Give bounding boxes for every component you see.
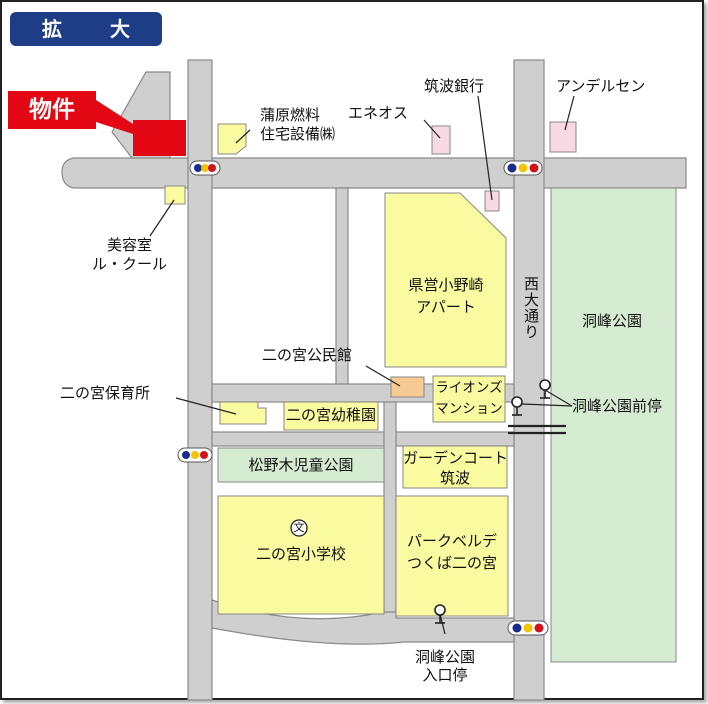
tsukuba-bank-building [484, 190, 500, 212]
label-kenei-line1: 県営小野崎 [408, 276, 484, 294]
park-belle-building [395, 495, 509, 617]
label-kenei: 県営小野崎 アパート [390, 274, 502, 318]
leader-biyoushitsu [149, 199, 175, 237]
label-biyoushitsu-line1: 美容室 [107, 236, 153, 254]
label-park-belle-line2: つくば二の宮 [406, 554, 497, 572]
label-lions: ライオンズ マンション [434, 378, 504, 420]
school-building [217, 495, 385, 615]
road-nishi-odori [513, 59, 545, 701]
anderusen-building [549, 121, 577, 153]
property-pointer [96, 100, 133, 134]
traffic-light-icon [177, 447, 213, 463]
traffic-lights [177, 160, 549, 636]
label-hoikusho: 二の宮保育所 [60, 384, 151, 402]
label-anderusen: アンデルセン [556, 77, 646, 95]
biyoushitsu-building [164, 185, 186, 205]
leader-bus-entrance [439, 613, 446, 635]
label-school-mark: 文 [293, 521, 305, 534]
label-kamata-line1: 蒲原燃料 [260, 106, 321, 124]
bus-stop-icon [511, 396, 523, 416]
main-road-horizontal [61, 157, 687, 189]
crosswalk [508, 424, 566, 435]
label-garden-court-line1: ガーデンコート [403, 449, 509, 467]
kamata-building [217, 123, 247, 155]
traffic-light-icon [507, 620, 549, 636]
label-kamata: 蒲原燃料 住宅設備㈱ [260, 106, 335, 144]
label-garden-court: ガーデンコート 筑波 [403, 448, 509, 488]
label-school: 二の宮小学校 [255, 545, 346, 563]
label-youchien: 二の宮幼稚園 [285, 406, 376, 424]
leader-anderusen [564, 95, 575, 131]
lions-building [432, 375, 506, 423]
label-tsukuba-bank: 筑波銀行 [424, 77, 485, 95]
eneos-building [431, 125, 451, 155]
label-lions-line2: マンション [435, 401, 503, 417]
label-dohou-park: 洞峰公園 [582, 312, 643, 330]
matsunoki-park-area [217, 447, 385, 483]
label-kenei-line2: アパート [416, 298, 476, 316]
map-title-badge: 拡 大 図 [10, 12, 164, 75]
label-eneos: エネオス [348, 104, 409, 122]
traffic-light-icon [503, 160, 543, 176]
leader-eneos [423, 119, 441, 139]
school-mark-icon [290, 519, 308, 537]
traffic-light-icon [189, 160, 221, 176]
label-matsunoki-park: 松野木児童公園 [248, 456, 354, 474]
leader-lines [149, 95, 575, 635]
kenei-building [384, 192, 507, 368]
road-school-vertical [383, 401, 397, 619]
dohou-park-area [550, 187, 677, 663]
garden-court-building [402, 445, 508, 489]
label-kouminkan: 二の宮公民館 [262, 346, 353, 364]
bus-stop-icon [434, 604, 446, 624]
bus-stop-icon [539, 379, 551, 399]
buildings [164, 121, 577, 617]
label-bus-park-entrance-line2: 入口停 [422, 666, 468, 684]
property-building [133, 120, 186, 156]
label-kamata-line2: 住宅設備㈱ [260, 125, 336, 143]
hoikusho-building [219, 401, 267, 425]
label-bus-park-entrance: 洞峰公園 入口停 [408, 648, 482, 684]
leader-bus-2 [544, 389, 573, 407]
leader-bus-1 [521, 403, 573, 407]
label-garden-court-line2: 筑波 [439, 469, 470, 487]
label-biyoushitsu-line2: ル・クール [92, 255, 168, 273]
bus-stops [434, 379, 551, 624]
label-nishi-odori: 西大通り [522, 276, 540, 340]
label-park-belle-line1: パークベルデ [406, 532, 497, 550]
leader-kouminkan [365, 365, 401, 387]
leader-kamata [235, 129, 251, 144]
road-west-vertical [187, 59, 213, 701]
label-bus-park-front: 洞峰公園前停 [572, 397, 663, 415]
kouminkan-building [390, 376, 425, 398]
label-lions-line1: ライオンズ [435, 380, 503, 396]
road-lower-horizontal [211, 431, 515, 447]
label-biyoushitsu: 美容室 ル・クール [92, 236, 167, 274]
label-park-belle: パークベルデ つくば二の宮 [396, 530, 508, 574]
road-south-curve [211, 599, 515, 645]
youchien-building [283, 401, 379, 431]
leader-hoikusho [175, 397, 237, 415]
leader-tsukuba-bank [477, 95, 493, 201]
label-bus-park-entrance-line1: 洞峰公園 [414, 648, 475, 666]
property-label: 物件 [8, 91, 96, 129]
